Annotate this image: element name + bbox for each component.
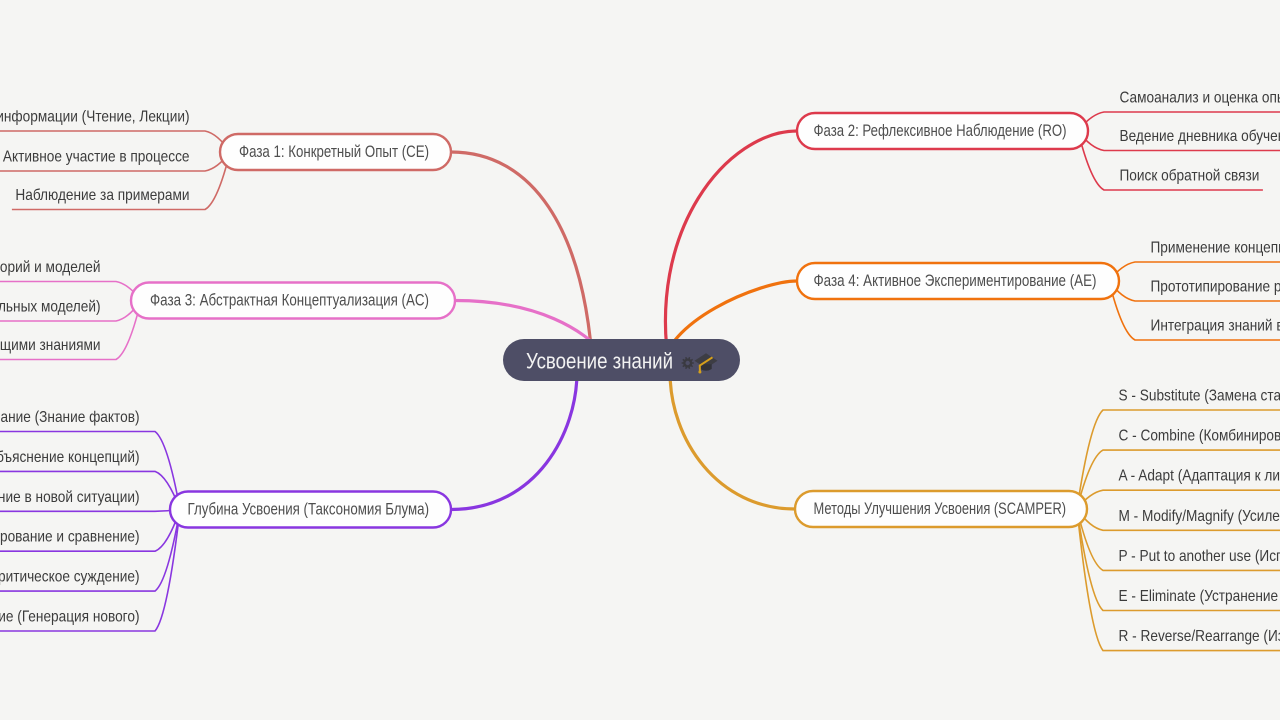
- svg-text:Связывание с существующими зна: Связывание с существующими знаниями: [0, 337, 100, 354]
- svg-text:Фаза 2: Рефлексивное Наблюдени: Фаза 2: Рефлексивное Наблюдение (RO): [814, 121, 1067, 140]
- svg-text:Анализ (Структурирование и сра: Анализ (Структурирование и сравнение): [0, 529, 140, 546]
- svg-text:Понимание (Объяснение концепци: Понимание (Объяснение концепций): [0, 449, 140, 466]
- svg-text:Фаза 1: Конкретный Опыт (CE): Фаза 1: Конкретный Опыт (CE): [239, 142, 429, 161]
- svg-text:R - Reverse/Rearrange (Изменен: R - Reverse/Rearrange (Изменение порядка…: [1119, 628, 1280, 645]
- svg-text:Глубина Усвоения (Таксономия Б: Глубина Усвоения (Таксономия Блума): [188, 500, 430, 519]
- svg-text:Применение концепций на практи: Применение концепций на практике: [1151, 240, 1280, 257]
- svg-text:Прототипирование решений: Прототипирование решений: [1151, 279, 1280, 296]
- svg-text:Наблюдение за примерами: Наблюдение за примерами: [15, 187, 189, 204]
- svg-text:Осмысление (Создание ментальны: Осмысление (Создание ментальных моделей): [0, 299, 101, 316]
- svg-text:Активное участие в процессе: Активное участие в процессе: [3, 149, 190, 166]
- svg-text:Фаза 4: Активное Экспериментир: Фаза 4: Активное Экспериментирование (AE…: [814, 271, 1097, 290]
- svg-text:Создание (Генерация нового): Создание (Генерация нового): [0, 609, 140, 626]
- svg-text:Самоанализ и оценка опыта: Самоанализ и оценка опыта: [1120, 90, 1280, 107]
- svg-text:Ведение дневника обучения: Ведение дневника обучения: [1120, 128, 1280, 145]
- svg-text:C - Combine (Комбинирование ид: C - Combine (Комбинирование идей): [1119, 428, 1280, 445]
- svg-text:Применение (Использование в но: Применение (Использование в новой ситуац…: [0, 489, 140, 506]
- svg-text:Интеграция знаний в работу: Интеграция знаний в работу: [1151, 318, 1280, 335]
- svg-text:Создание теорий и моделей: Создание теорий и моделей: [0, 259, 101, 276]
- svg-text:E - Eliminate (Устранение лишн: E - Eliminate (Устранение лишнего): [1119, 588, 1280, 605]
- svg-text:Фаза 3: Абстрактная Концептуал: Фаза 3: Абстрактная Концептуализация (AC…: [150, 291, 429, 310]
- svg-text:P - Put to another use (Исполь: P - Put to another use (Использование зн…: [1119, 548, 1280, 565]
- svg-text:S - Substitute (Замена старых: S - Substitute (Замена старых методов): [1119, 388, 1280, 405]
- svg-text:A - Adapt (Адаптация к личному: A - Adapt (Адаптация к личному стилю): [1119, 468, 1280, 485]
- svg-text:Оценка (Критическое суждение): Оценка (Критическое суждение): [0, 569, 140, 586]
- svg-text:Получение информации (Чтение,: Получение информации (Чтение, Лекции): [0, 109, 189, 126]
- svg-text:Поиск обратной связи: Поиск обратной связи: [1120, 168, 1260, 185]
- svg-text:Методы Улучшения Усвоения (SCA: Методы Улучшения Усвоения (SCAMPER): [814, 499, 1067, 518]
- svg-text:M - Modify/Magnify (Усиление а: M - Modify/Magnify (Усиление акцентов): [1119, 508, 1280, 525]
- svg-text:Усвоение знаний: Усвоение знаний: [526, 349, 673, 374]
- svg-text:Запоминание (Знание фактов): Запоминание (Знание фактов): [0, 409, 139, 426]
